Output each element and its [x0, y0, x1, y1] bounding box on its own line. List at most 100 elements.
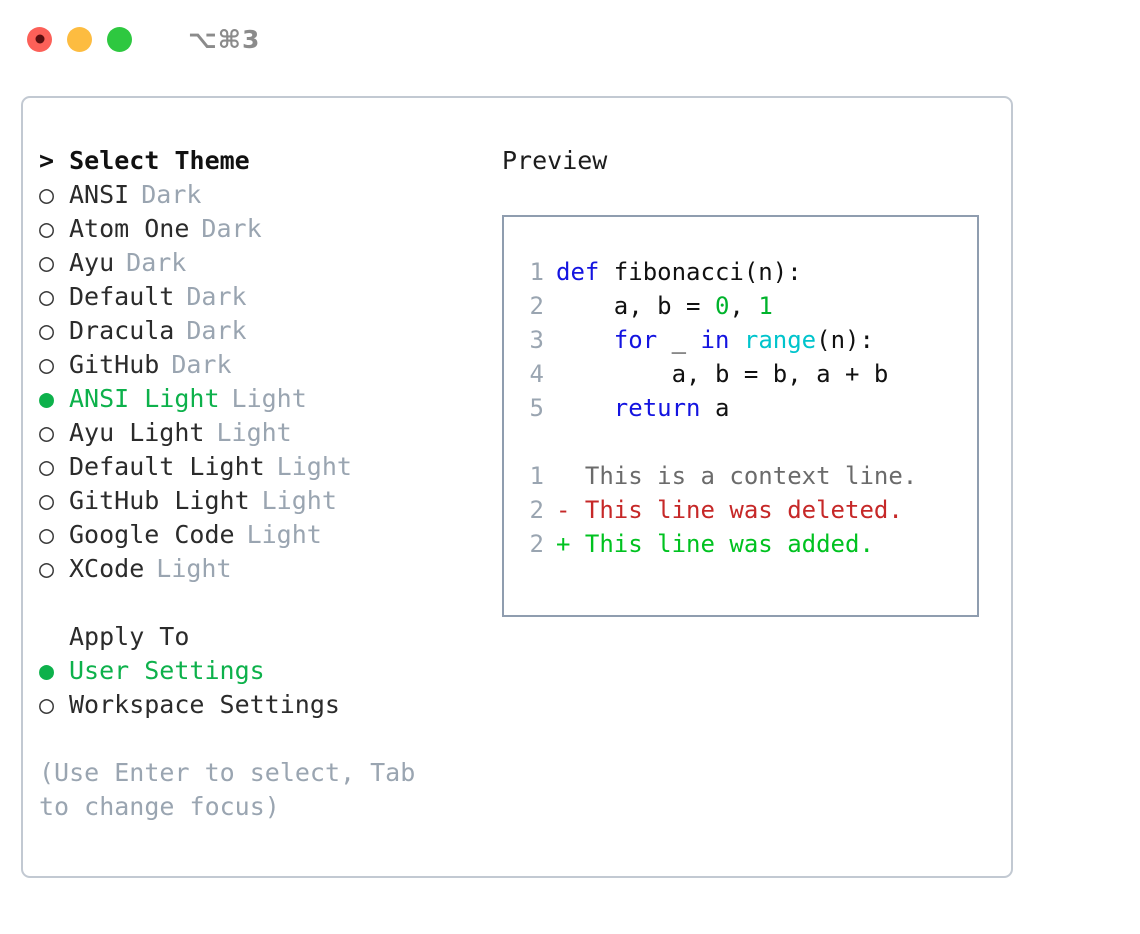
- theme-name-label: Ayu Light: [69, 418, 205, 447]
- code-line-number: 4: [529, 360, 544, 388]
- theme-list-item[interactable]: ● ANSI Light Light: [39, 382, 489, 416]
- diff-line: 2 + This line was added.: [518, 527, 977, 561]
- diff-line-number: 2: [529, 530, 544, 558]
- code-token-txt: _: [657, 326, 701, 354]
- code-line-number: 5: [529, 394, 544, 422]
- radio-unselected-icon: ○: [39, 180, 55, 209]
- theme-list-item[interactable]: ○ Google Code Light: [39, 518, 489, 552]
- radio-selected-icon: ●: [39, 384, 55, 413]
- code-line-number: 3: [529, 326, 544, 354]
- maximize-button-icon[interactable]: [107, 26, 132, 52]
- theme-name-label: Atom One: [69, 214, 190, 243]
- apply-to-label: Apply To: [69, 622, 190, 651]
- diff-marker: +: [556, 530, 571, 558]
- diff-line-number: 1: [529, 462, 544, 490]
- title-bar: ⌥⌘3: [0, 0, 1140, 78]
- theme-name-label: Default Light: [69, 452, 265, 481]
- theme-variant-tag: Light: [156, 554, 232, 583]
- theme-name-label: ANSI: [69, 180, 130, 209]
- preview-header: Preview: [502, 146, 608, 175]
- theme-variant-tag: Dark: [186, 316, 247, 345]
- code-token-kw: for: [613, 326, 658, 354]
- diff-line: 2- This line was deleted.: [518, 493, 977, 527]
- diff-line-number: 2: [529, 496, 544, 524]
- radio-unselected-icon: ○: [39, 248, 55, 277]
- radio-unselected-icon: ○: [39, 520, 55, 549]
- apply-to-options: ● User Settings ○ Workspace Settings: [39, 654, 489, 722]
- theme-name-label: GitHub Light: [69, 486, 250, 515]
- radio-unselected-icon: ○: [39, 350, 55, 379]
- code-line: 2 a, b = 0, 1: [518, 289, 977, 323]
- theme-variant-tag: Light: [216, 418, 292, 447]
- apply-to-option[interactable]: ● User Settings: [39, 654, 489, 688]
- apply-to-section: Apply To ● User Settings ○ Workspace Settin…: [39, 620, 489, 722]
- theme-list-item[interactable]: ○ Dracula Dark: [39, 314, 489, 348]
- theme-name-label: ANSI Light: [69, 384, 220, 413]
- help-text: (Use Enter to select, Tab to change focu…: [39, 758, 416, 821]
- keyboard-shortcut-label: ⌥⌘3: [188, 24, 261, 54]
- theme-variant-tag: Light: [231, 384, 307, 413]
- theme-variant-tag: Dark: [171, 350, 232, 379]
- traffic-light-group: [27, 26, 132, 52]
- theme-list-item[interactable]: ○ Ayu Dark: [39, 246, 489, 280]
- code-token-txt: [556, 394, 614, 422]
- diff-line: 1 This is a context line.: [518, 459, 977, 493]
- code-token-txt: fibonacci(n):: [599, 258, 802, 286]
- close-button-icon[interactable]: [27, 26, 52, 52]
- radio-unselected-icon: ○: [39, 214, 55, 243]
- code-token-kw: def: [556, 258, 600, 286]
- theme-name-label: Dracula: [69, 316, 175, 345]
- theme-list-item[interactable]: ○ Ayu Light Light: [39, 416, 489, 450]
- theme-list-item[interactable]: ○ Atom One Dark: [39, 212, 489, 246]
- code-token-kw: in: [700, 326, 730, 354]
- theme-list-item[interactable]: ○ XCode Light: [39, 552, 489, 586]
- diff-sample: 1 This is a context line.2- This line wa…: [518, 459, 977, 561]
- radio-unselected-icon: ○: [39, 418, 55, 447]
- code-token-txt: (n):: [816, 326, 874, 354]
- theme-name-label: Ayu: [69, 248, 115, 277]
- apply-to-option-label: User Settings: [69, 656, 265, 685]
- theme-name-label: XCode: [69, 554, 145, 583]
- select-theme-header: > Select Theme: [39, 146, 250, 175]
- radio-unselected-icon: ○: [39, 282, 55, 311]
- code-token-fn: range: [743, 326, 817, 354]
- theme-variant-tag: Light: [276, 452, 352, 481]
- radio-unselected-icon: ○: [39, 690, 55, 719]
- code-line: 4 a, b = b, a + b: [518, 357, 977, 391]
- theme-variant-tag: Dark: [126, 248, 187, 277]
- code-token-txt: ,: [729, 292, 759, 320]
- diff-text: This line was added.: [570, 530, 874, 558]
- apply-to-option-label: Workspace Settings: [69, 690, 340, 719]
- radio-unselected-icon: ○: [39, 316, 55, 345]
- code-line: 3 for _ in range(n):: [518, 323, 977, 357]
- theme-variant-tag: Light: [261, 486, 337, 515]
- theme-name-label: Google Code: [69, 520, 235, 549]
- code-token-kw: return: [613, 394, 701, 422]
- code-token-num: 0: [714, 292, 730, 320]
- code-token-txt: a: [700, 394, 730, 422]
- code-token-txt: [729, 326, 743, 354]
- apply-to-option[interactable]: ○ Workspace Settings: [39, 688, 489, 722]
- radio-selected-icon: ●: [39, 656, 55, 685]
- radio-unselected-icon: ○: [39, 486, 55, 515]
- theme-list-item[interactable]: ○ GitHub Light Light: [39, 484, 489, 518]
- theme-name-label: Default: [69, 282, 175, 311]
- minimize-button-icon[interactable]: [67, 26, 92, 52]
- theme-variant-tag: Dark: [201, 214, 262, 243]
- diff-text: This is a context line.: [570, 462, 918, 490]
- radio-unselected-icon: ○: [39, 554, 55, 583]
- theme-variant-tag: Light: [246, 520, 322, 549]
- code-token-txt: a, b = b, a + b: [556, 360, 889, 388]
- diff-marker: -: [556, 496, 571, 524]
